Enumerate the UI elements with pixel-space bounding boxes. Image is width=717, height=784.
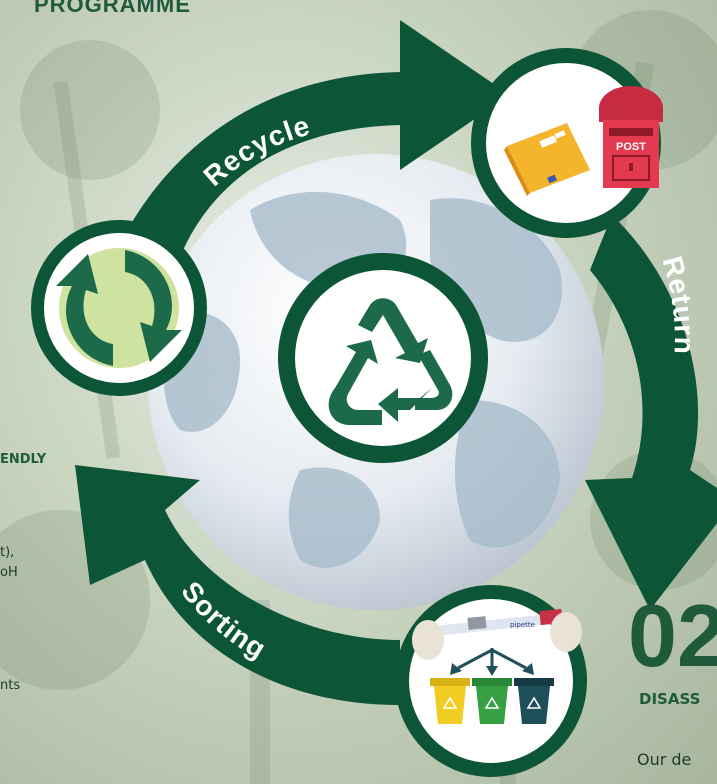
sort-arrows bbox=[450, 648, 534, 676]
recycle-arrow bbox=[110, 20, 510, 270]
sorting-node: pipette bbox=[395, 585, 587, 777]
center-recycle-node bbox=[278, 253, 488, 463]
side-heading-fragment: ENDLY bbox=[0, 452, 47, 467]
step-description: Our de bbox=[637, 750, 692, 769]
return-arrow bbox=[585, 215, 717, 610]
pipette-label: pipette bbox=[510, 621, 535, 629]
mailbox-icon: POST bbox=[599, 86, 663, 188]
sorting-arrow bbox=[75, 465, 400, 705]
side-text-line-3: nts bbox=[0, 678, 21, 693]
envelope-icon bbox=[504, 123, 590, 196]
recycle-triangle-icon bbox=[328, 298, 453, 425]
side-text-line-2: oH bbox=[0, 565, 18, 580]
mailbox-label: POST bbox=[616, 141, 646, 153]
recycle-bin-icon bbox=[430, 678, 554, 724]
mail-node: POST bbox=[471, 48, 663, 238]
programme-heading: PROGRAMME bbox=[34, 0, 191, 17]
green-dot-node bbox=[31, 220, 207, 396]
step-title: DISASS bbox=[639, 690, 701, 708]
step-number: 02 bbox=[628, 586, 717, 685]
green-dot-icon bbox=[56, 248, 182, 368]
pipette-icon: pipette bbox=[412, 608, 582, 660]
side-text-line-1: t), bbox=[0, 545, 15, 560]
